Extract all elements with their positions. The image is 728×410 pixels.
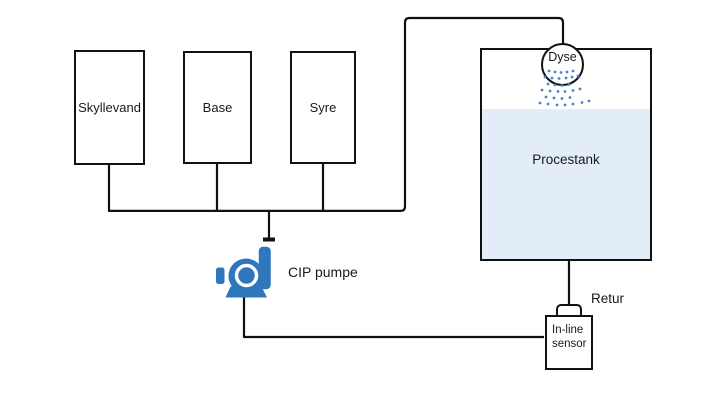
tank-skyllevand-label: Skyllevand [78, 100, 141, 115]
pump-label: CIP pumpe [288, 264, 358, 280]
tank-base: Base [183, 51, 252, 164]
return-label: Retur [591, 291, 625, 306]
process-tank: Procestank [480, 48, 652, 261]
pump-inlet-flange [263, 237, 275, 242]
inline-sensor-label: In-line sensor [552, 324, 587, 350]
sensor-cap [556, 304, 582, 318]
tank-skyllevand: Skyllevand [74, 50, 145, 165]
liquid-fill [482, 109, 650, 259]
pump-to-sensor-pipe [242, 297, 544, 339]
tank-syre: Syre [290, 51, 356, 164]
dyse-label: Dyse [548, 50, 577, 64]
process-tank-label: Procestank [532, 152, 600, 167]
tank-syre-label: Syre [309, 100, 337, 115]
supply-pipe [107, 16, 565, 212]
inline-sensor: In-line sensor [545, 315, 593, 370]
dyse-nozzle: Dyse [541, 43, 584, 86]
tank-base-label: Base [202, 100, 233, 115]
